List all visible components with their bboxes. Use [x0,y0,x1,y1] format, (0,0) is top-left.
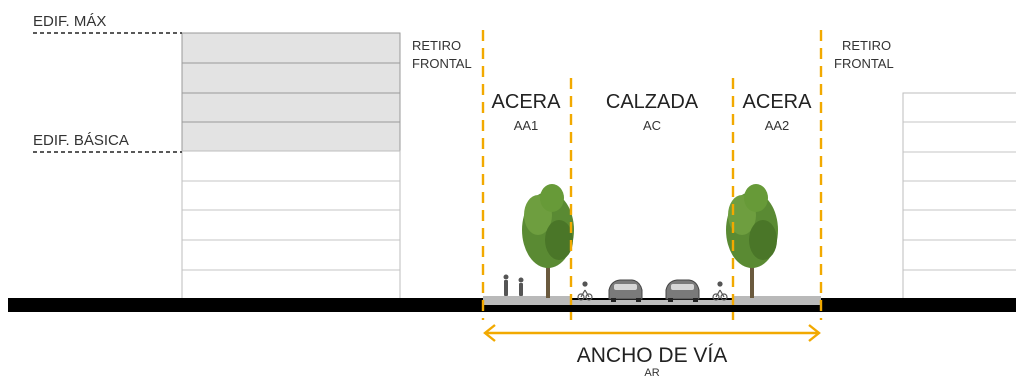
edif-basica-marker: EDIF. BÁSICA [33,132,182,153]
right-sidewalk [733,296,821,305]
calzada-code: AC [643,118,661,133]
arrow-left-head [483,324,496,342]
acera-left-label: ACERA [492,91,562,113]
acera-right-label: ACERA [743,91,813,113]
edif-basica-label: EDIF. BÁSICA [33,132,129,149]
arrow-right-head [808,324,821,342]
left-building [181,32,401,300]
ancho-de-via-code: AR [644,367,659,376]
right-building-body [902,92,1016,300]
acera-right-code: AA2 [765,118,790,133]
retiro-frontal-left-line1: RETIRO [412,38,461,53]
left-building-lower-floors [181,150,401,300]
retiro-frontal-right-line1: RETIRO [842,38,891,53]
edif-max-label: EDIF. MÁX [33,13,106,30]
acera-left-code: AA1 [514,118,539,133]
ancho-de-via-label: ANCHO DE VÍA [577,344,728,367]
retiro-frontal-right-line2: FRONTAL [834,56,894,71]
section-guide-lines [481,30,823,320]
left-sidewalk [483,296,571,305]
retiro-frontal-left-line2: FRONTAL [412,56,472,71]
left-building-upper-floors [181,32,401,152]
car-icon [665,279,700,302]
car-icon [608,279,643,302]
ancho-de-via-dimension: ANCHO DE VÍA AR [483,324,821,376]
roadway [571,300,733,305]
tree-icon [522,184,574,298]
tree-icon [726,184,778,298]
pedestrian-icon [503,274,509,296]
cyclist-icon [577,281,593,301]
edif-max-marker: EDIF. MÁX [33,13,182,34]
cyclist-icon [712,281,728,301]
pedestrian-icon [518,277,524,296]
right-building [902,92,1016,300]
calzada-label: CALZADA [606,91,699,113]
